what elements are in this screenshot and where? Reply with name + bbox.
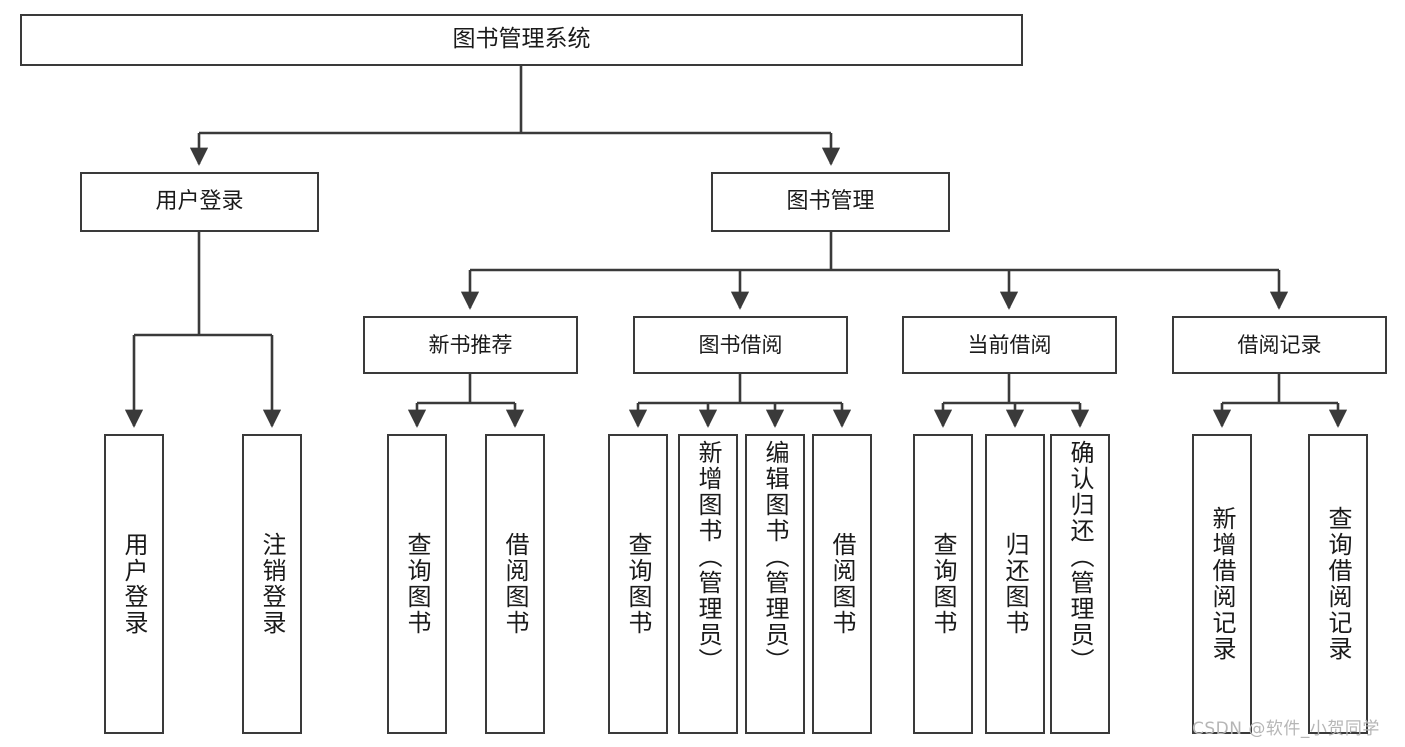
node-label: 查询图书 xyxy=(403,532,431,636)
node-label: 查询借阅记录 xyxy=(1324,506,1352,662)
node-user-login[interactable]: 用户登录 xyxy=(80,172,319,232)
node-new-book-rec[interactable]: 新书推荐 xyxy=(363,316,578,374)
node-label: 新增借阅记录 xyxy=(1208,506,1236,662)
node-label: 新增图书（管理员） xyxy=(694,440,722,674)
node-label: 用户登录 xyxy=(155,189,244,215)
node-label: 借阅图书 xyxy=(828,532,856,636)
leaf-add-record[interactable]: 新增借阅记录 xyxy=(1192,434,1252,734)
node-book-manage[interactable]: 图书管理 xyxy=(711,172,950,232)
node-label: 注销登录 xyxy=(258,532,286,636)
node-label: 编辑图书（管理员） xyxy=(761,440,789,674)
node-current-borrow[interactable]: 当前借阅 xyxy=(902,316,1117,374)
node-label: 查询图书 xyxy=(929,532,957,636)
node-book-borrow[interactable]: 图书借阅 xyxy=(633,316,848,374)
node-label: 用户登录 xyxy=(120,532,148,636)
leaf-user-login[interactable]: 用户登录 xyxy=(104,434,164,734)
leaf-query-book-2[interactable]: 查询图书 xyxy=(608,434,668,734)
leaf-borrow-book-1[interactable]: 借阅图书 xyxy=(485,434,545,734)
leaf-edit-book[interactable]: 编辑图书（管理员） xyxy=(745,434,805,734)
node-label: 查询图书 xyxy=(624,532,652,636)
node-label: 借阅图书 xyxy=(501,532,529,636)
csdn-watermark: CSDN @软件_小贺同学 xyxy=(1192,719,1380,739)
node-root-system[interactable]: 图书管理系统 xyxy=(20,14,1023,66)
node-label: 图书借阅 xyxy=(698,332,783,357)
leaf-query-book-1[interactable]: 查询图书 xyxy=(387,434,447,734)
node-label: 归还图书 xyxy=(1001,532,1029,636)
leaf-add-book[interactable]: 新增图书（管理员） xyxy=(678,434,738,734)
leaf-query-book-3[interactable]: 查询图书 xyxy=(913,434,973,734)
leaf-confirm-return[interactable]: 确认归还（管理员） xyxy=(1050,434,1110,734)
leaf-user-logout[interactable]: 注销登录 xyxy=(242,434,302,734)
node-label: 借阅记录 xyxy=(1237,332,1322,357)
node-label: 当前借阅 xyxy=(967,332,1052,357)
node-label: 新书推荐 xyxy=(428,332,513,357)
leaf-query-record[interactable]: 查询借阅记录 xyxy=(1308,434,1368,734)
node-label: 图书管理 xyxy=(786,189,875,215)
node-label: 图书管理系统 xyxy=(452,26,591,53)
node-borrow-record[interactable]: 借阅记录 xyxy=(1172,316,1387,374)
leaf-return-book[interactable]: 归还图书 xyxy=(985,434,1045,734)
node-label: 确认归还（管理员） xyxy=(1066,440,1094,674)
leaf-borrow-book-2[interactable]: 借阅图书 xyxy=(812,434,872,734)
